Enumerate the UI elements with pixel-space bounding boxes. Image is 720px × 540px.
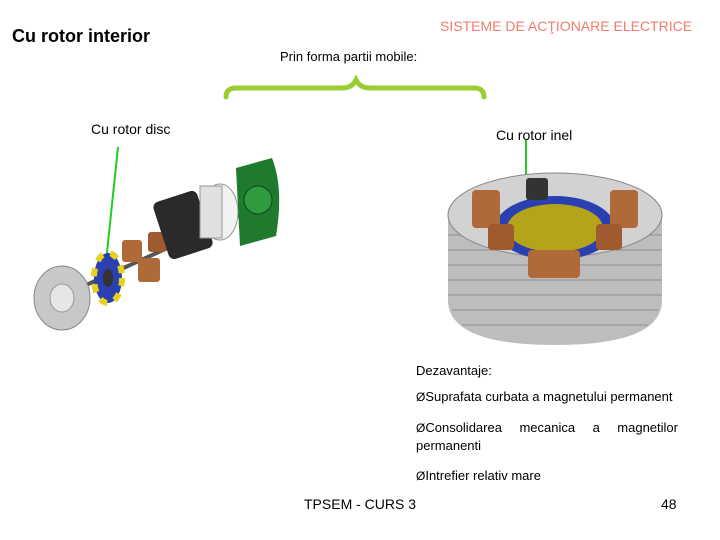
label-rotor-inel: Cu rotor inel [496, 127, 573, 143]
disadvantages-title: Dezavantaje: [416, 363, 492, 378]
slide-title: Cu rotor interior [12, 26, 150, 46]
bullet-text: Intrefier relativ mare [425, 468, 541, 483]
list-item: ØConsolidarea mecanica a magnetilor perm… [416, 419, 678, 454]
pointer-arrow-disc [102, 146, 119, 270]
course-header: SISTEME DE ACŢIONARE ELECTRICE [440, 18, 693, 34]
curly-brace [223, 74, 487, 100]
page-number: 48 [661, 496, 677, 512]
disadvantages-list: ØSuprafata curbata a magnetului permanen… [416, 388, 678, 498]
bullet-text: Consolidarea mecanica a magnetilor perma… [416, 420, 678, 453]
list-item: ØIntrefier relativ mare [416, 467, 678, 485]
label-rotor-disc: Cu rotor disc [91, 121, 171, 137]
disc-rotor-motor-image [33, 158, 280, 331]
bullet-text: Suprafata curbata a magnetului permanent [425, 389, 673, 404]
arrow-bullet-icon: Ø [416, 390, 426, 404]
arrow-bullet-icon: Ø [416, 469, 426, 483]
arrow-bullet-icon: Ø [416, 421, 426, 435]
subtitle: Prin forma partii mobile: [280, 49, 418, 64]
list-item: ØSuprafata curbata a magnetului permanen… [416, 388, 678, 406]
ring-rotor-motor-image [447, 172, 663, 345]
footer-course: TPSEM - CURS 3 [304, 496, 417, 512]
